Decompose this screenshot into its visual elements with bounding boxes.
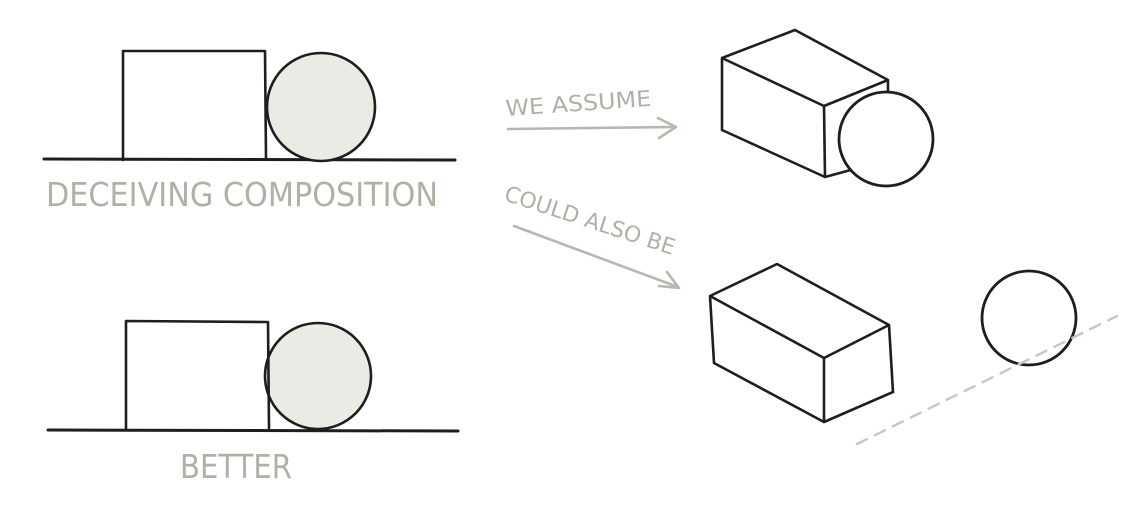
deceiving-composition-sketch [42, 49, 457, 163]
circle-shape [263, 321, 373, 431]
box-shape [720, 28, 890, 179]
sphere-shape [980, 269, 1078, 367]
box-shape [708, 262, 895, 424]
alternative-box-and-sphere [708, 262, 1119, 446]
could-also-be-arrow [512, 224, 681, 290]
deceiving-composition-label: DECEIVING COMPOSITION [46, 175, 438, 214]
square-shape [124, 319, 271, 430]
better-composition-sketch [46, 319, 460, 433]
better-label: BETTER [180, 447, 292, 486]
square-shape [121, 49, 268, 162]
ground-line [46, 428, 460, 433]
assumed-box-and-sphere [720, 28, 935, 188]
we-assume-label: WE ASSUME [505, 87, 652, 122]
ground-line [42, 157, 457, 162]
ground-dashed-line [855, 314, 1119, 446]
sphere-shape [837, 90, 935, 188]
could-also-be-label: COULD ALSO BE [501, 182, 678, 261]
circle-shape [265, 51, 377, 163]
we-assume-arrow [506, 116, 678, 140]
